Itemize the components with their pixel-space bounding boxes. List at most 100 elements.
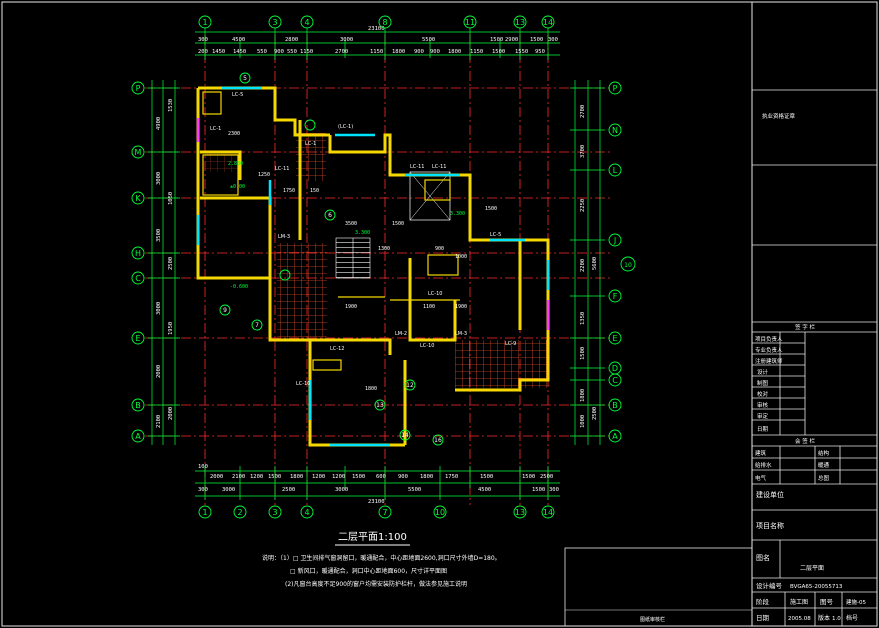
dim-top2-8: 2700	[335, 49, 348, 55]
label-lm3-b: LM-3	[278, 234, 290, 240]
dim-bot2-8: 300	[549, 487, 559, 493]
dim-top2-6: 550	[287, 49, 297, 55]
dim-top2-12: 900	[430, 49, 440, 55]
dim-right-10: 2500	[592, 407, 598, 420]
stamp-label: 执业资格证章	[762, 112, 796, 120]
annot-14: 1300	[378, 246, 390, 252]
dim-bot2-5: 5500	[408, 487, 421, 493]
dim-left-7: 3000	[156, 302, 162, 315]
sig-role-4: 设计	[757, 368, 769, 376]
axis-bot-7: 7	[382, 508, 387, 517]
axis-top-8: 8	[382, 18, 387, 27]
dim-top-3: 2800	[285, 37, 298, 43]
client-label: 建设单位	[756, 490, 784, 499]
dim-top-9: 300	[548, 37, 558, 43]
dim-bot-6: 1800	[290, 474, 303, 480]
dim-top-4: 3000	[340, 37, 353, 43]
axis-bot-4: 4	[304, 508, 309, 517]
dim-left-5: 3500	[156, 229, 162, 242]
axis-left-E: E	[135, 334, 140, 343]
dim-top2-11: 900	[414, 49, 424, 55]
sig-role-6: 校对	[757, 390, 769, 398]
label-lc12: LC-12	[330, 346, 344, 352]
dim-bot2-6: 4500	[478, 487, 491, 493]
label-lm3-a: LM-3	[455, 331, 467, 337]
axis-right-B: B	[612, 401, 618, 410]
date-label: 日期	[756, 614, 770, 622]
axis-right-P: P	[613, 84, 618, 93]
annot-2: 1250	[258, 172, 270, 178]
axis-top-3: 3	[272, 18, 277, 27]
axis-right-L: L	[613, 166, 618, 175]
dim-top2-4: 550	[257, 49, 267, 55]
annot-12: 1500	[485, 206, 497, 212]
dim-top2-5: 900	[274, 49, 284, 55]
label-lc1-b: (LC-1)	[338, 124, 353, 130]
hatched-areas	[205, 133, 550, 388]
dim-bot-5: 1500	[268, 474, 281, 480]
dim-top-1: 300	[198, 37, 208, 43]
axis-top-1: 1	[202, 18, 207, 27]
annot-9: 1100	[423, 304, 435, 310]
annot-13: 1800	[365, 386, 377, 392]
cosign-role-5: 电气	[755, 474, 767, 482]
dim-bot-10: 600	[376, 474, 386, 480]
axis-grid	[145, 35, 610, 505]
callout-7: 7	[255, 322, 259, 329]
dim-left-2: 1530	[168, 99, 174, 112]
signatures-header: 签 字 栏	[795, 323, 815, 331]
axis-left-M: M	[135, 148, 142, 157]
annot-3: 1750	[283, 188, 295, 194]
axis-right-C: C	[612, 376, 618, 385]
dim-top2-3: 1450	[233, 49, 246, 55]
drawing-name-value: 二层平面	[800, 565, 824, 572]
annot-4: 150	[310, 188, 319, 194]
dim-bot2-1: 300	[198, 487, 208, 493]
annot-elev-3: 3.300	[450, 211, 465, 217]
axis-right-A: A	[612, 432, 618, 441]
sig-role-1: 项目负责人	[755, 335, 783, 343]
windows	[196, 86, 550, 447]
dim-top-2: 4500	[232, 37, 245, 43]
dim-right-9: 1000	[580, 415, 586, 428]
annot-elev-2: ±0.00	[230, 184, 245, 190]
review-strip-label: 图纸审核栏	[640, 616, 665, 623]
dim-bot-7: 1200	[312, 474, 325, 480]
dim-top2-17: 950	[535, 49, 545, 55]
axis-left-A: A	[135, 432, 141, 441]
dim-bot-total: 23100	[368, 499, 385, 505]
cosign-role-4: 暖通	[818, 461, 830, 469]
dim-left-1: 4900	[156, 117, 162, 130]
dim-bot-8: 1200	[332, 474, 345, 480]
cosign-role-2: 结构	[818, 449, 830, 457]
axis-bot-10: 10	[435, 508, 445, 517]
dim-top2-13: 1800	[448, 49, 461, 55]
date-value: 2005.08	[788, 616, 811, 622]
label-lc1-a: LC-1	[210, 126, 221, 132]
axis-top-4: 4	[304, 18, 309, 27]
sig-role-7: 审核	[757, 401, 769, 409]
dim-bot-1: 100	[198, 464, 208, 470]
dim-left-9: 2000	[156, 365, 162, 378]
extra-label: 档号	[846, 614, 858, 622]
axis-left-K: K	[135, 194, 141, 203]
dim-top2-7: 1150	[300, 49, 313, 55]
axis-bot-13: 13	[515, 508, 525, 517]
axis-right-D: D	[612, 364, 618, 373]
dim-left-10: 2100	[156, 415, 162, 428]
annot-elev-4: -0.600	[230, 284, 248, 290]
dim-left-3: 3000	[156, 172, 162, 185]
label-lc10-c: LC-10	[296, 381, 310, 387]
axis-bubble-labels: 1 3 4 8 11 13 14 1 2 3 4 7 10 13 14 P M …	[135, 18, 632, 517]
drawing-number-value: BVGA65-20055713	[790, 584, 843, 590]
callout-16: 16	[434, 437, 442, 444]
axis-bot-14: 14	[543, 508, 553, 517]
plan-annotations: 2300 1250 1750 150 1500 3500 900 1000 11…	[228, 131, 497, 392]
sig-role-2: 专业负责人	[755, 346, 783, 354]
annot-8: 1000	[455, 254, 467, 260]
dim-top2-10: 1800	[392, 49, 405, 55]
dim-top2-16: 1550	[515, 49, 528, 55]
dim-top-total: 23100	[368, 26, 385, 32]
